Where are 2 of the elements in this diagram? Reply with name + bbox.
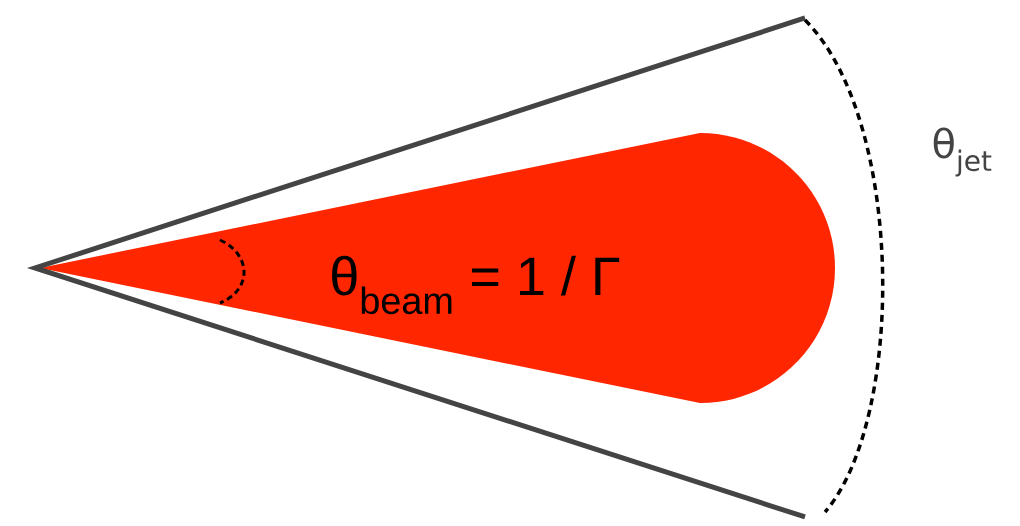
angle-label: θ$_{jet}$ (933, 127, 992, 177)
angle-label: θ$_{beam}$ = 1 / Γ (332, 255, 620, 315)
